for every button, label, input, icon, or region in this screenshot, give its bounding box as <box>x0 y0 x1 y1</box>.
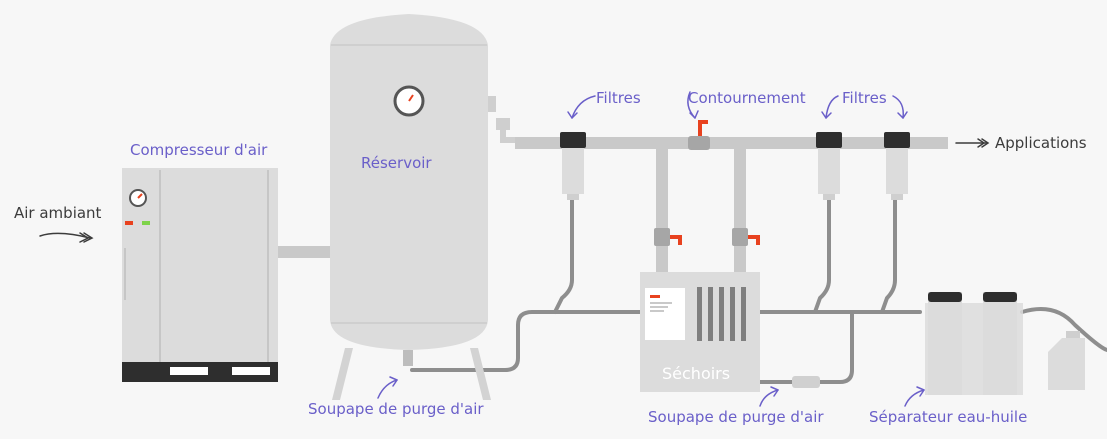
separator-label: Séparateur eau-huile <box>869 408 1027 426</box>
oil-canister <box>1048 331 1085 390</box>
tank-drain-line <box>410 310 642 372</box>
tank-drain-valve-label: Soupape de purge d'air <box>308 400 484 418</box>
red-indicator-icon <box>125 221 133 225</box>
ambient-air-label: Air ambiant <box>14 204 102 222</box>
dryer1-valve <box>654 228 682 246</box>
filter-1 <box>560 132 586 200</box>
filters-right-label: Filtres <box>842 89 887 107</box>
dryer2-supply-pipe <box>734 149 746 289</box>
separator-pointer-icon <box>904 389 925 407</box>
dryer-drain-valve <box>792 376 820 388</box>
air-reservoir-tank <box>330 14 491 400</box>
drain-dryer-pointer-icon <box>759 389 779 407</box>
dryer2-valve-handle-icon <box>748 235 760 239</box>
pointer-arrows <box>377 91 925 407</box>
filters-right-pointer-1-icon <box>825 95 839 119</box>
oil-water-separator <box>925 292 1023 395</box>
separator-column-1 <box>928 292 962 395</box>
ambient-air-arrow-icon <box>39 232 94 243</box>
green-indicator-icon <box>142 221 150 225</box>
dryer1-supply-pipe <box>656 149 668 289</box>
applications-label: Applications <box>995 134 1087 152</box>
filters-left-label: Filtres <box>596 89 641 107</box>
dryer1-valve-handle-icon <box>670 235 682 239</box>
compressor-body <box>122 168 278 368</box>
compressor-label: Compresseur d'air <box>130 141 268 159</box>
air-compressor <box>122 168 278 382</box>
tank-drain-valve <box>403 350 413 366</box>
dryer-drain-line <box>758 310 854 384</box>
filter4-drain-line <box>880 196 897 314</box>
bypass-valve <box>688 120 710 150</box>
filters-right-pointer-2-icon <box>892 95 905 119</box>
dryer-vents <box>697 287 746 341</box>
dryer-unit <box>640 272 760 392</box>
separator-outlet-line <box>1020 307 1107 352</box>
reservoir-label: Réservoir <box>361 154 432 172</box>
filter-2 <box>816 132 842 200</box>
drain-tank-pointer-icon <box>377 379 398 399</box>
filter-3 <box>884 132 910 200</box>
filter1-drain-line <box>553 196 574 314</box>
tank-leg-right <box>470 348 491 400</box>
drain-lines <box>410 196 1107 384</box>
applications-arrow-icon <box>955 138 990 148</box>
bypass-label: Contournement <box>688 89 806 107</box>
compressor-outlet-pipe <box>278 246 330 258</box>
tank-body <box>330 14 488 350</box>
filter3-drain-line <box>813 196 831 314</box>
dryer2-valve <box>732 228 760 246</box>
dryer-drain-valve-label: Soupape de purge d'air <box>648 408 824 426</box>
dryers-label: Séchoirs <box>662 364 730 383</box>
bypass-valve-handle-icon <box>698 120 702 136</box>
filters-left-pointer-icon <box>571 95 596 119</box>
separator-column-2 <box>983 292 1017 395</box>
tank-leg-left <box>332 348 353 400</box>
